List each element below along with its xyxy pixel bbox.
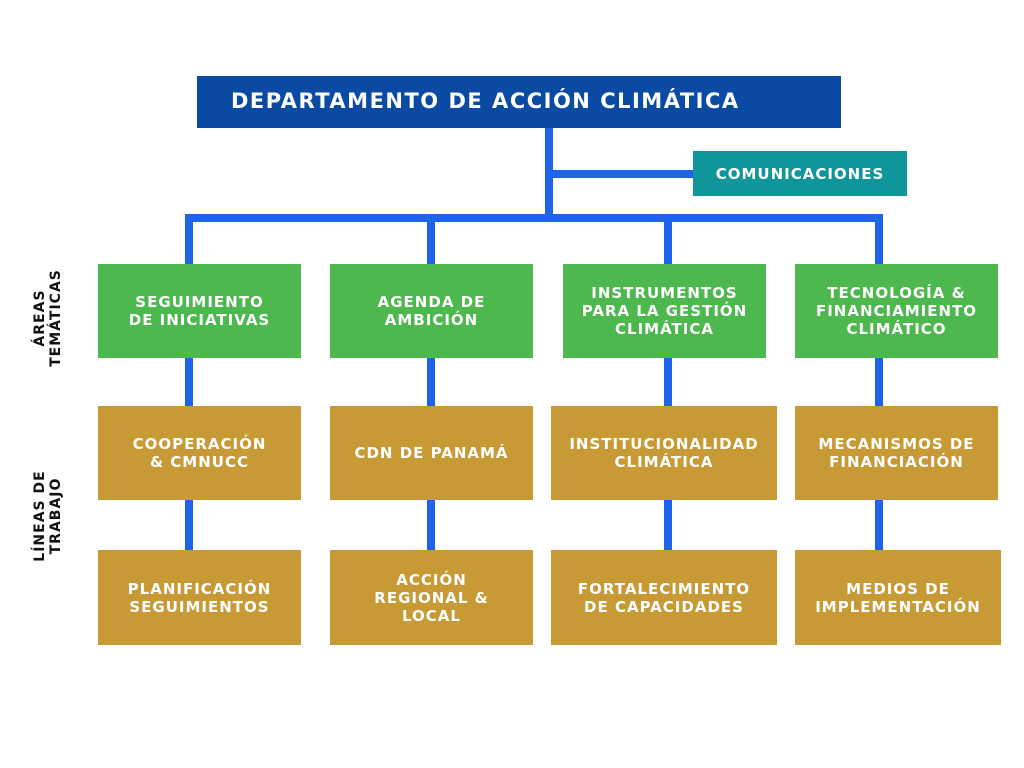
connector-col4-mid <box>875 356 883 408</box>
work-line-label: INSTITUCIONALIDAD CLIMÁTICA <box>569 435 759 471</box>
thematic-area-box: INSTRUMENTOS PARA LA GESTIÓN CLIMÁTICA <box>563 264 766 358</box>
work-line-label: FORTALECIMIENTO DE CAPACIDADES <box>577 579 751 616</box>
connector-col4-top <box>875 218 883 266</box>
connector-col1-low <box>185 498 193 552</box>
work-line-box: INSTITUCIONALIDAD CLIMÁTICA <box>551 406 777 500</box>
connector-col3-mid <box>664 356 672 408</box>
thematic-area-label: AGENDA DE AMBICIÓN <box>377 293 486 329</box>
work-line-label: MEDIOS DE IMPLEMENTACIÓN <box>815 579 981 616</box>
department-title-box: DEPARTAMENTO DE ACCIÓN CLIMÁTICA <box>197 76 841 128</box>
connector-col1-top <box>185 218 193 266</box>
connector-col2-low <box>427 498 435 552</box>
communications-label: COMUNICACIONES <box>715 164 885 183</box>
thematic-area-box: TECNOLOGÍA & FINANCIAMIENTO CLIMÁTICO <box>795 264 998 358</box>
work-line-box: PLANIFICACIÓN SEGUIMIENTOS <box>98 550 301 645</box>
department-title: DEPARTAMENTO DE ACCIÓN CLIMÁTICA <box>231 89 740 114</box>
work-line-box: FORTALECIMIENTO DE CAPACIDADES <box>551 550 777 645</box>
work-line-label: CDN DE PANAMÁ <box>354 444 509 462</box>
connector-col4-low <box>875 498 883 552</box>
thematic-area-box: AGENDA DE AMBICIÓN <box>330 264 533 358</box>
work-line-label: PLANIFICACIÓN SEGUIMIENTOS <box>127 579 272 616</box>
connector-horizontal-bar <box>185 214 883 222</box>
side-label-work-lines: LÍNEAS DE TRABAJO <box>32 470 65 562</box>
work-line-box: CDN DE PANAMÁ <box>330 406 533 500</box>
connector-col1-mid <box>185 356 193 408</box>
connector-communications <box>553 170 695 178</box>
thematic-area-label: INSTRUMENTOS PARA LA GESTIÓN CLIMÁTICA <box>581 284 748 338</box>
thematic-area-label: TECNOLOGÍA & FINANCIAMIENTO CLIMÁTICO <box>815 284 978 338</box>
work-line-box: COOPERACIÓN & CMNUCC <box>98 406 301 500</box>
connector-main-vertical <box>545 128 553 220</box>
side-label-thematic-areas: ÁREAS TEMÁTICAS <box>32 269 65 367</box>
connector-col2-top <box>427 218 435 266</box>
communications-box: COMUNICACIONES <box>693 151 907 196</box>
work-line-label: ACCIÓN REGIONAL & LOCAL <box>374 570 489 625</box>
work-line-box: MEDIOS DE IMPLEMENTACIÓN <box>795 550 1001 645</box>
connector-col3-top <box>664 218 672 266</box>
work-line-label: COOPERACIÓN & CMNUCC <box>132 435 267 471</box>
connector-col3-low <box>664 498 672 552</box>
thematic-area-label: SEGUIMIENTO DE INICIATIVAS <box>128 293 271 329</box>
thematic-area-box: SEGUIMIENTO DE INICIATIVAS <box>98 264 301 358</box>
connector-col2-mid <box>427 356 435 408</box>
work-line-box: MECANISMOS DE FINANCIACIÓN <box>795 406 998 500</box>
work-line-label: MECANISMOS DE FINANCIACIÓN <box>818 435 975 471</box>
work-line-box: ACCIÓN REGIONAL & LOCAL <box>330 550 533 645</box>
